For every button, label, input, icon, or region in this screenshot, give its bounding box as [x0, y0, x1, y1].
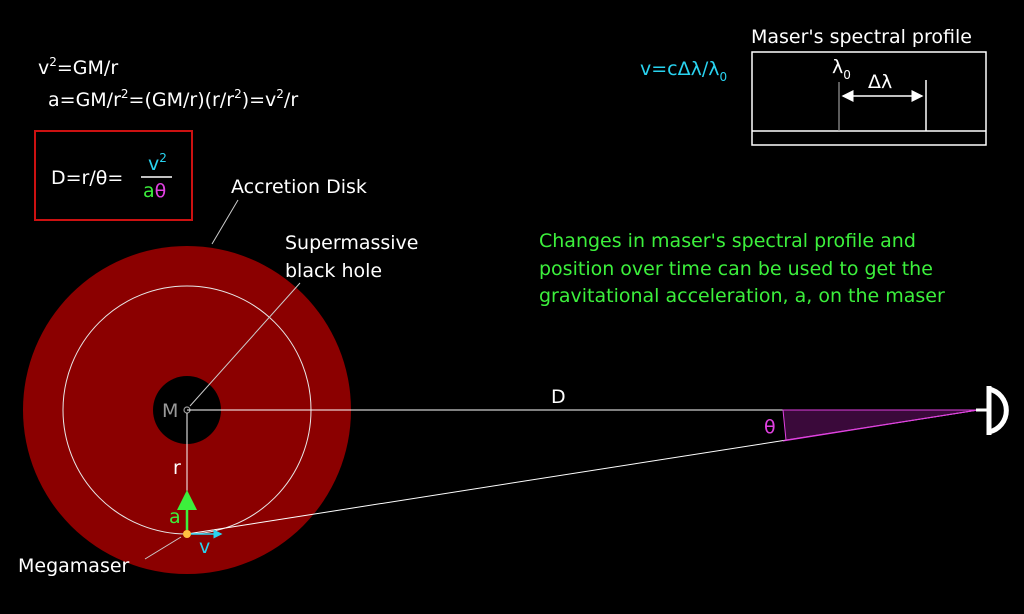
theta-sightline-highlight [782, 409, 979, 442]
distance-equation-denominator: aθ [143, 180, 166, 202]
theta-label: θ [764, 416, 776, 438]
spectral-profile-box [751, 51, 987, 146]
black-hole-label-line2: black hole [285, 260, 382, 282]
velocity-label: v [199, 536, 210, 558]
black-hole-label-line1: Supermassive [285, 232, 419, 254]
distance-equation-box [34, 130, 193, 221]
megamaser-dot [183, 530, 191, 538]
megamaser-pointer [144, 536, 182, 560]
note-line-3: gravitational acceleration, a, on the ma… [539, 285, 945, 307]
accretion-disk-label: Accretion Disk [231, 176, 367, 198]
rest-wavelength-label: λ0 [832, 56, 851, 82]
radius-label: r [173, 457, 181, 479]
acceleration-label: a [169, 506, 181, 528]
black-hole-pointer [189, 282, 301, 407]
radio-telescope-icon [976, 386, 1009, 435]
spectral-profile-title: Maser's spectral profile [751, 26, 972, 48]
wavelength-shift-label: Δλ [868, 71, 892, 93]
note-line-1: Changes in maser's spectral profile and [539, 230, 916, 252]
mass-label: M [162, 400, 178, 422]
distance-equation-prefix: D=r/θ= [51, 167, 123, 189]
doppler-formula: v=cΔλ/λ0 [640, 58, 727, 84]
distance-equation-numerator: v2 [148, 151, 167, 175]
megamaser-label: Megamaser [18, 555, 130, 577]
accretion-disk-pointer [211, 199, 239, 245]
equation-v-squared: v2=GM/r [38, 55, 118, 79]
note-line-2: position over time can be used to get th… [539, 258, 933, 280]
equation-acceleration: a=GM/r2=(GM/r)(r/r2)=v2/r [48, 87, 298, 111]
distance-label: D [551, 386, 566, 408]
